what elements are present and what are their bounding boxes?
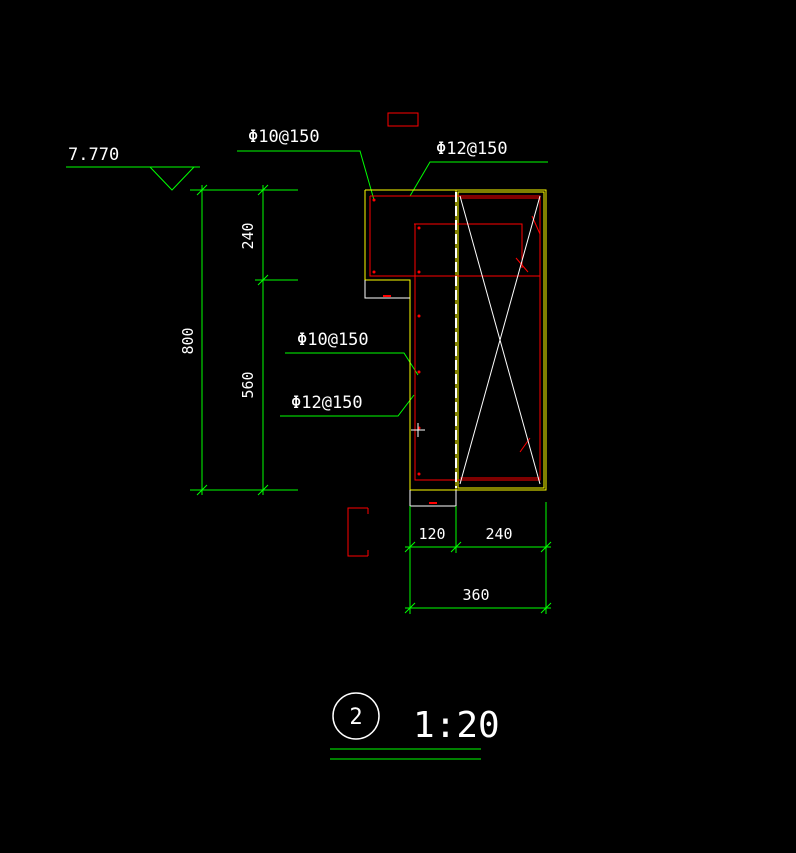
tag-upper bbox=[364, 280, 410, 299]
rebar-label-mid-lower: Φ12@150 bbox=[291, 393, 363, 413]
elevation-marker: 7.770 bbox=[66, 145, 200, 191]
tick-4 bbox=[257, 274, 269, 286]
hook-3 bbox=[519, 437, 531, 453]
dim-lower-height: 560 bbox=[239, 371, 257, 398]
dim-upper-height: 240 bbox=[239, 222, 257, 249]
block-wall-cross bbox=[459, 195, 541, 485]
dim-total-height: 800 bbox=[179, 327, 197, 354]
rebar-label-top-right: Φ12@150 bbox=[436, 139, 508, 159]
tag-lower bbox=[409, 490, 457, 507]
detail-number-circle bbox=[332, 692, 380, 740]
tag-upper-mark bbox=[383, 295, 391, 297]
detail-title: 2 1:20 bbox=[330, 692, 500, 760]
block-wall bbox=[457, 191, 545, 489]
leader-mid-lower bbox=[280, 394, 415, 417]
tick-1 bbox=[196, 184, 208, 196]
section-bracket bbox=[347, 507, 368, 557]
wall-rebar bbox=[460, 197, 541, 479]
tick-2 bbox=[196, 484, 208, 496]
small-tags bbox=[364, 280, 457, 507]
leader-top-right bbox=[409, 161, 548, 197]
rebar-label-top-left: Φ10@150 bbox=[248, 127, 320, 147]
leader-mid-upper bbox=[285, 352, 419, 376]
rebar-callouts bbox=[237, 150, 548, 417]
detail-scale: 1:20 bbox=[413, 705, 500, 746]
elevation-triangle bbox=[149, 166, 195, 191]
rebar-dots bbox=[372, 198, 421, 476]
reinforcement bbox=[347, 112, 541, 557]
crosshair-cursor bbox=[411, 423, 425, 437]
dim-total-width: 360 bbox=[462, 586, 489, 604]
rebar-label-mid-upper: Φ10@150 bbox=[297, 330, 369, 350]
tag-lower-mark bbox=[429, 502, 437, 504]
dim-right-width: 240 bbox=[485, 525, 512, 543]
dim-left-width: 120 bbox=[418, 525, 445, 543]
hook-2 bbox=[515, 257, 529, 273]
stirrup-inner bbox=[414, 223, 523, 268]
horizontal-dimensions bbox=[404, 502, 552, 614]
elevation-label: 7.770 bbox=[68, 145, 119, 165]
tick-5 bbox=[257, 484, 269, 496]
vertical-dimensions bbox=[190, 184, 298, 496]
callout-box-top bbox=[387, 112, 419, 127]
tick-3 bbox=[257, 184, 269, 196]
leader-top-left bbox=[237, 150, 375, 201]
detail-number: 2 bbox=[349, 705, 362, 730]
